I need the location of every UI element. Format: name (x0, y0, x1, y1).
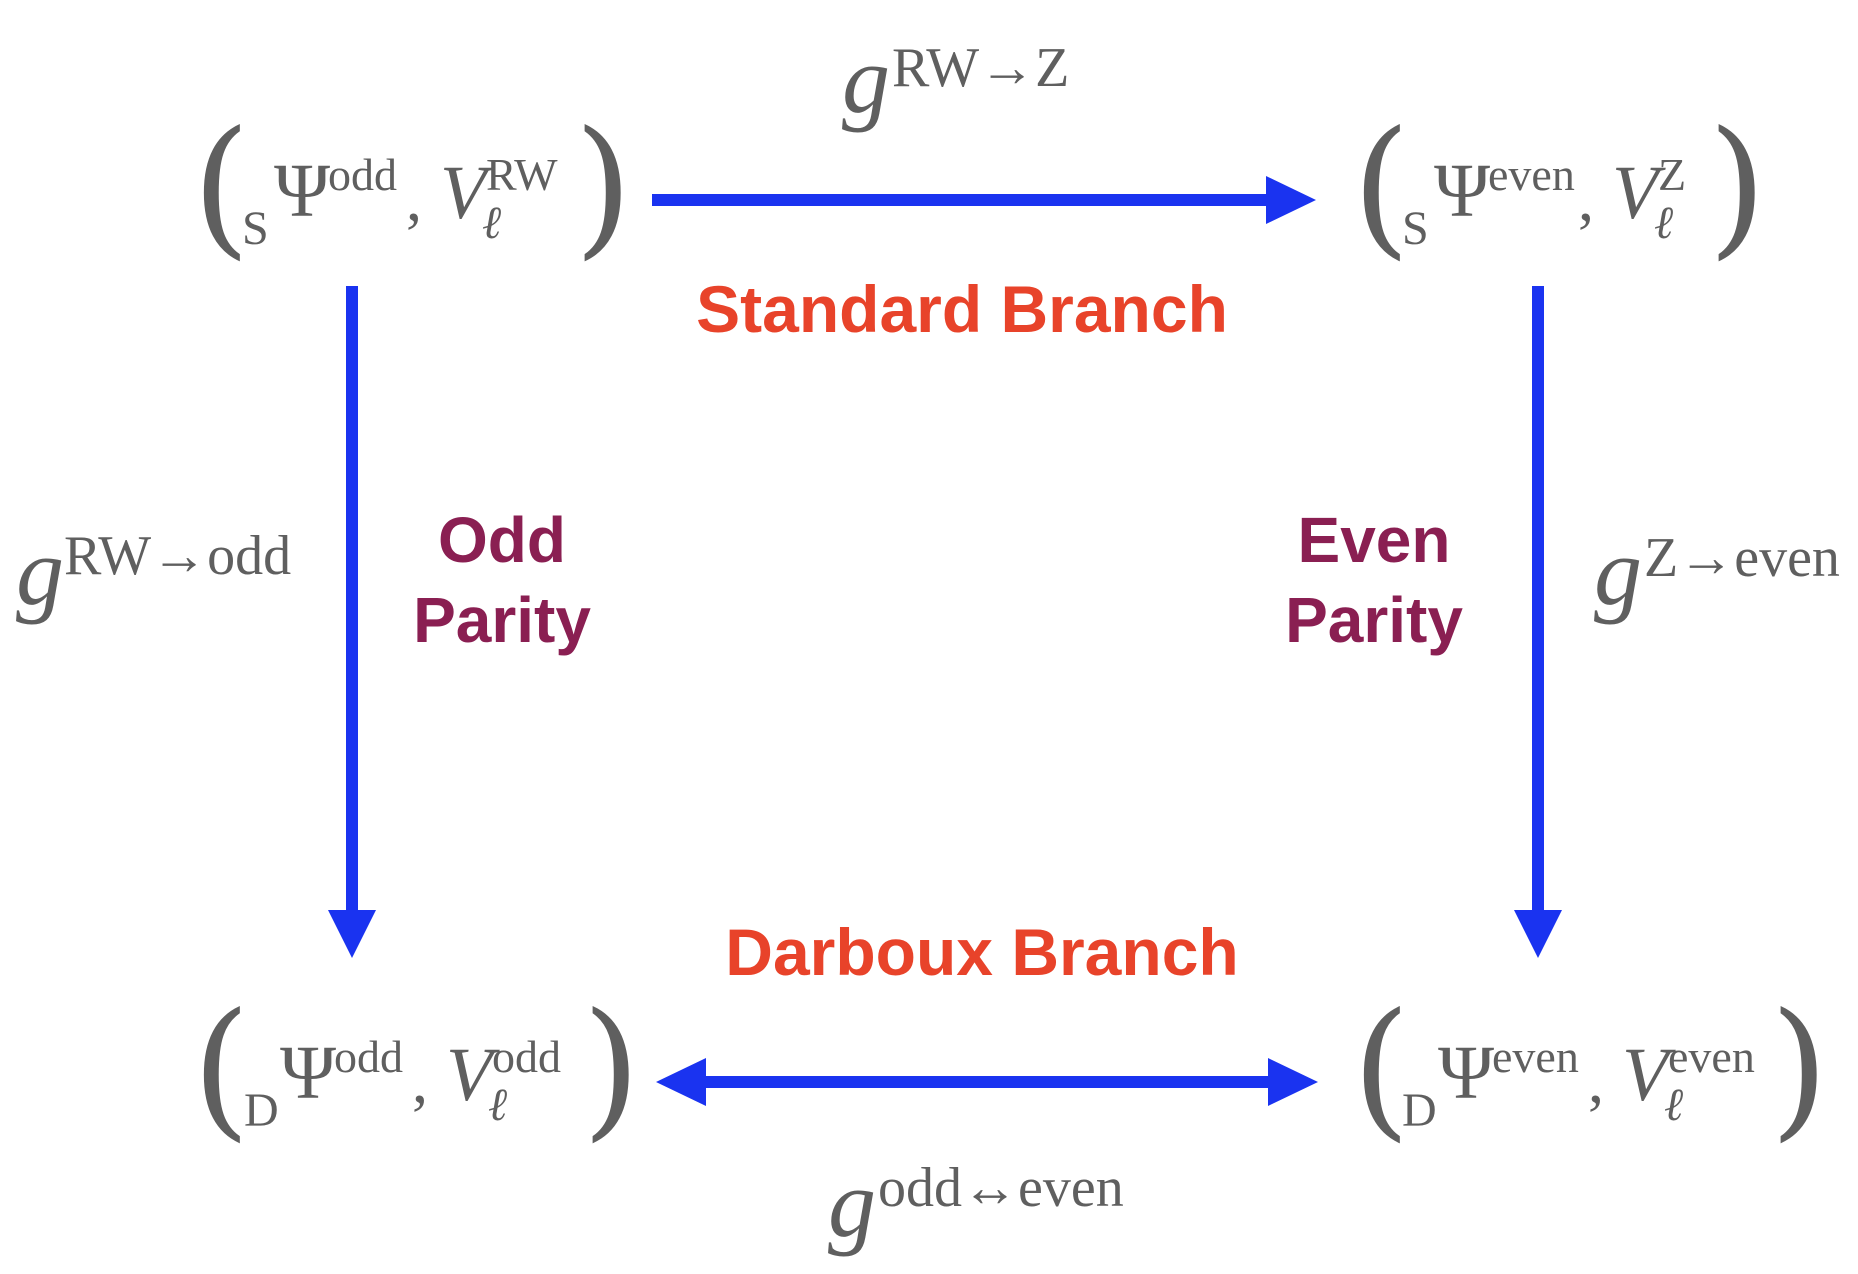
standard-branch-label: Standard Branch (696, 272, 1228, 346)
v-symbol: V (1622, 1033, 1676, 1117)
psi-symbol: Ψ (274, 149, 330, 233)
right-paren: ) (1770, 982, 1829, 1156)
odd-parity-label-line1: Odd (438, 504, 566, 576)
arrow-standard-branch (652, 176, 1316, 224)
arrow-even-parity (1514, 286, 1562, 958)
v-sub: ℓ (1654, 197, 1674, 248)
comma: , (1588, 1045, 1604, 1116)
node-top-right: ( S Ψ even , V ℓ Z ) (1352, 100, 1767, 274)
right-paren: ) (574, 100, 633, 274)
v-sup: even (1668, 1031, 1755, 1082)
node-sub: D (244, 1084, 279, 1137)
psi-sup: even (1492, 1031, 1579, 1082)
map-left: g RW→odd (16, 518, 291, 625)
node-sub: S (1402, 202, 1429, 255)
even-parity-label-line2: Parity (1285, 584, 1463, 656)
arrow-darboux-branch (656, 1058, 1318, 1106)
node-sub: S (242, 202, 269, 255)
psi-symbol: Ψ (1438, 1031, 1494, 1115)
arrow-odd-parity (328, 286, 376, 958)
map-left-sup: RW→odd (64, 525, 291, 587)
v-sup: Z (1658, 149, 1686, 200)
psi-sup: even (1488, 149, 1575, 200)
v-symbol: V (446, 1033, 500, 1117)
node-sub: D (1402, 1084, 1437, 1137)
v-sub: ℓ (488, 1079, 508, 1130)
v-sup: RW (486, 149, 558, 200)
right-paren: ) (582, 982, 641, 1156)
v-sub: ℓ (1664, 1079, 1684, 1130)
map-bottom-sup: odd↔even (878, 1157, 1124, 1219)
map-top-sup: RW→Z (892, 37, 1069, 99)
left-paren: ( (192, 982, 251, 1156)
map-right-sup: Z→even (1644, 527, 1840, 589)
darboux-branch-label: Darboux Branch (725, 915, 1238, 989)
right-paren: ) (1708, 100, 1767, 274)
map-top-g: g (842, 26, 890, 133)
v-sup: odd (492, 1031, 561, 1082)
v-sub: ℓ (482, 197, 502, 248)
v-symbol: V (440, 151, 494, 235)
odd-parity-label-line2: Parity (413, 584, 591, 656)
node-bottom-right: ( D Ψ even , V ℓ even ) (1352, 982, 1829, 1156)
psi-sup: odd (328, 149, 397, 200)
left-paren: ( (1352, 100, 1411, 274)
psi-symbol: Ψ (280, 1031, 336, 1115)
map-bottom-g: g (828, 1150, 876, 1257)
left-paren: ( (1352, 982, 1411, 1156)
map-left-g: g (16, 518, 64, 625)
node-bottom-left: ( D Ψ odd , V ℓ odd ) (192, 982, 641, 1156)
map-bottom: g odd↔even (828, 1150, 1124, 1257)
v-symbol: V (1612, 151, 1666, 235)
psi-sup: odd (334, 1031, 403, 1082)
even-parity-label-line1: Even (1298, 504, 1451, 576)
map-right: g Z→even (1594, 518, 1840, 625)
comma: , (1578, 163, 1594, 234)
comma: , (412, 1045, 428, 1116)
map-right-g: g (1594, 518, 1642, 625)
left-paren: ( (192, 100, 251, 274)
node-top-left: ( S Ψ odd , V ℓ RW ) (192, 100, 633, 274)
psi-symbol: Ψ (1434, 149, 1490, 233)
map-top: g RW→Z (842, 26, 1069, 133)
comma: , (406, 163, 422, 234)
